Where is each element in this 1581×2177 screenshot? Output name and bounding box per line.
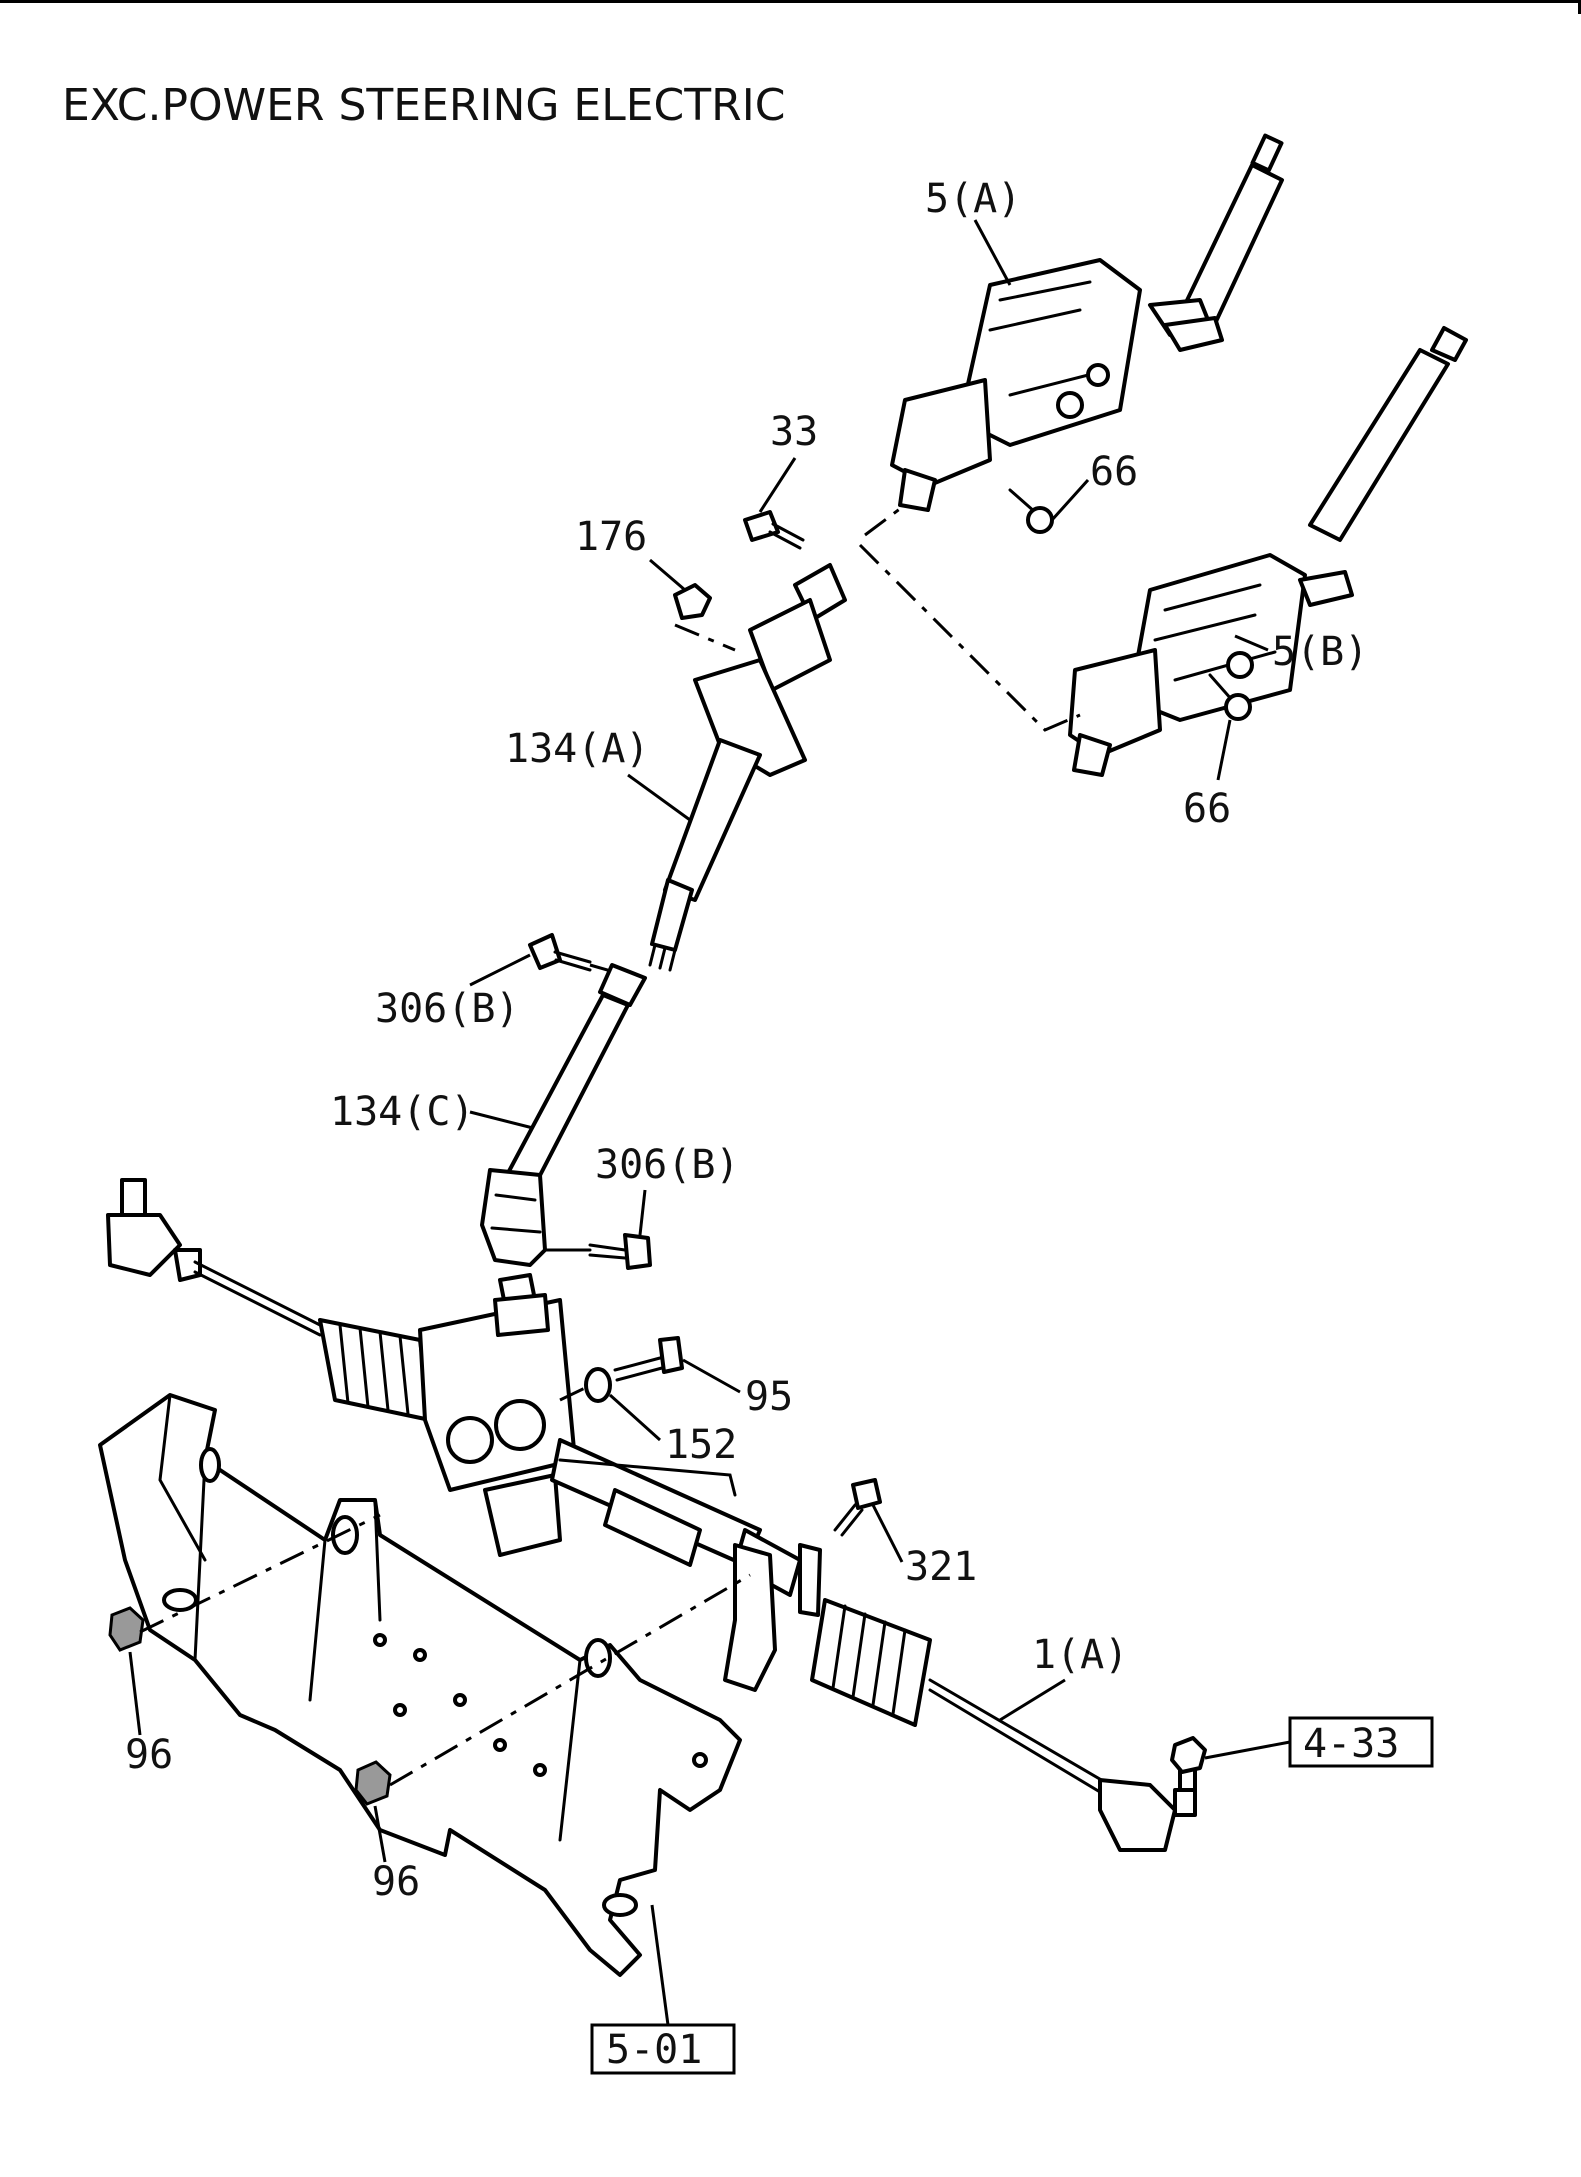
callout-96-left: 96: [125, 1732, 173, 1778]
top-frame-border: [0, 0, 1581, 3]
nut-176[interactable]: [673, 583, 712, 620]
leader-66-upper: [1050, 478, 1090, 522]
callout-321: 321: [905, 1544, 977, 1590]
leader-134a: [627, 773, 691, 822]
callout-66-upper: 66: [1090, 449, 1138, 495]
callout-176: 176: [575, 514, 647, 560]
tie-rod-end-nut[interactable]: [1170, 1736, 1207, 1774]
callout-306b-upper: 306(B): [375, 986, 520, 1032]
leader-96-right: [373, 1805, 387, 1863]
leader-1a: [999, 1678, 1066, 1722]
leader-306b-lower: [638, 1189, 647, 1236]
washer-152[interactable]: [584, 1367, 612, 1403]
leader-306b-upper: [469, 953, 531, 987]
leader-5b: [1234, 634, 1269, 652]
callout-96-right: 96: [372, 1859, 420, 1905]
callout-134c: 134(C): [330, 1089, 475, 1135]
callout-5a: 5(A): [925, 176, 1021, 222]
callout-95: 95: [745, 1374, 793, 1420]
alignment-line-176: [674, 623, 736, 652]
alignment-line-96-right: [389, 1573, 751, 1787]
reference-box-5-01[interactable]: 5-01: [590, 2023, 736, 2075]
front-crossmember[interactable]: [98, 1393, 742, 1977]
alignment-line-column-b: [858, 543, 1081, 732]
steering-column-a[interactable]: [890, 133, 1284, 512]
leader-321: [871, 1504, 904, 1563]
callout-1a: 1(A): [1032, 1632, 1128, 1678]
intermediate-shaft-a[interactable]: [648, 563, 847, 972]
reference-5-01: 5-01: [606, 2027, 702, 2073]
steering-gear-assembly[interactable]: [106, 1178, 1197, 1852]
callout-306b-lower: 306(B): [595, 1142, 740, 1188]
nut-96-right[interactable]: [354, 1760, 392, 1806]
bolt-66-lower[interactable]: [1208, 673, 1252, 721]
leader-95: [682, 1358, 741, 1394]
callout-152: 152: [665, 1422, 737, 1468]
leader-4-33: [1204, 1740, 1291, 1760]
diagram-title: EXC.POWER STEERING ELECTRIC: [62, 80, 786, 131]
leader-66-lower: [1216, 719, 1232, 781]
alignment-line-306b-upper: [589, 963, 626, 977]
leader-5-01: [650, 1904, 670, 2026]
steering-column-b[interactable]: [1068, 326, 1468, 777]
alignment-line-152: [559, 1386, 586, 1402]
leader-152: [608, 1393, 662, 1442]
reference-4-33: 4-33: [1303, 1721, 1399, 1767]
bolt-321[interactable]: [833, 1478, 882, 1537]
alignment-line-column-a: [864, 503, 906, 537]
reference-box-4-33[interactable]: 4-33: [1288, 1716, 1434, 1768]
nut-96-left[interactable]: [108, 1606, 145, 1652]
bolt-33[interactable]: [743, 510, 805, 550]
bolt-306b-lower[interactable]: [543, 1233, 652, 1270]
leader-96-left: [128, 1651, 142, 1736]
leader-5a: [973, 219, 1012, 286]
bolt-66-upper[interactable]: [1008, 488, 1054, 534]
leader-176: [649, 558, 686, 592]
callout-5b: 5(B): [1272, 629, 1368, 675]
callout-66-lower: 66: [1183, 786, 1231, 832]
corner-frame-mark: [1578, 0, 1581, 14]
alignment-line-96-left: [139, 1513, 381, 1634]
leader-134c: [469, 1110, 534, 1130]
bolt-306b-upper[interactable]: [528, 933, 592, 972]
intermediate-shaft-c[interactable]: [480, 963, 647, 1267]
callout-134a: 134(A): [505, 726, 650, 772]
callout-33: 33: [770, 409, 818, 455]
leader-33: [758, 457, 797, 513]
bolt-95[interactable]: [613, 1336, 684, 1382]
